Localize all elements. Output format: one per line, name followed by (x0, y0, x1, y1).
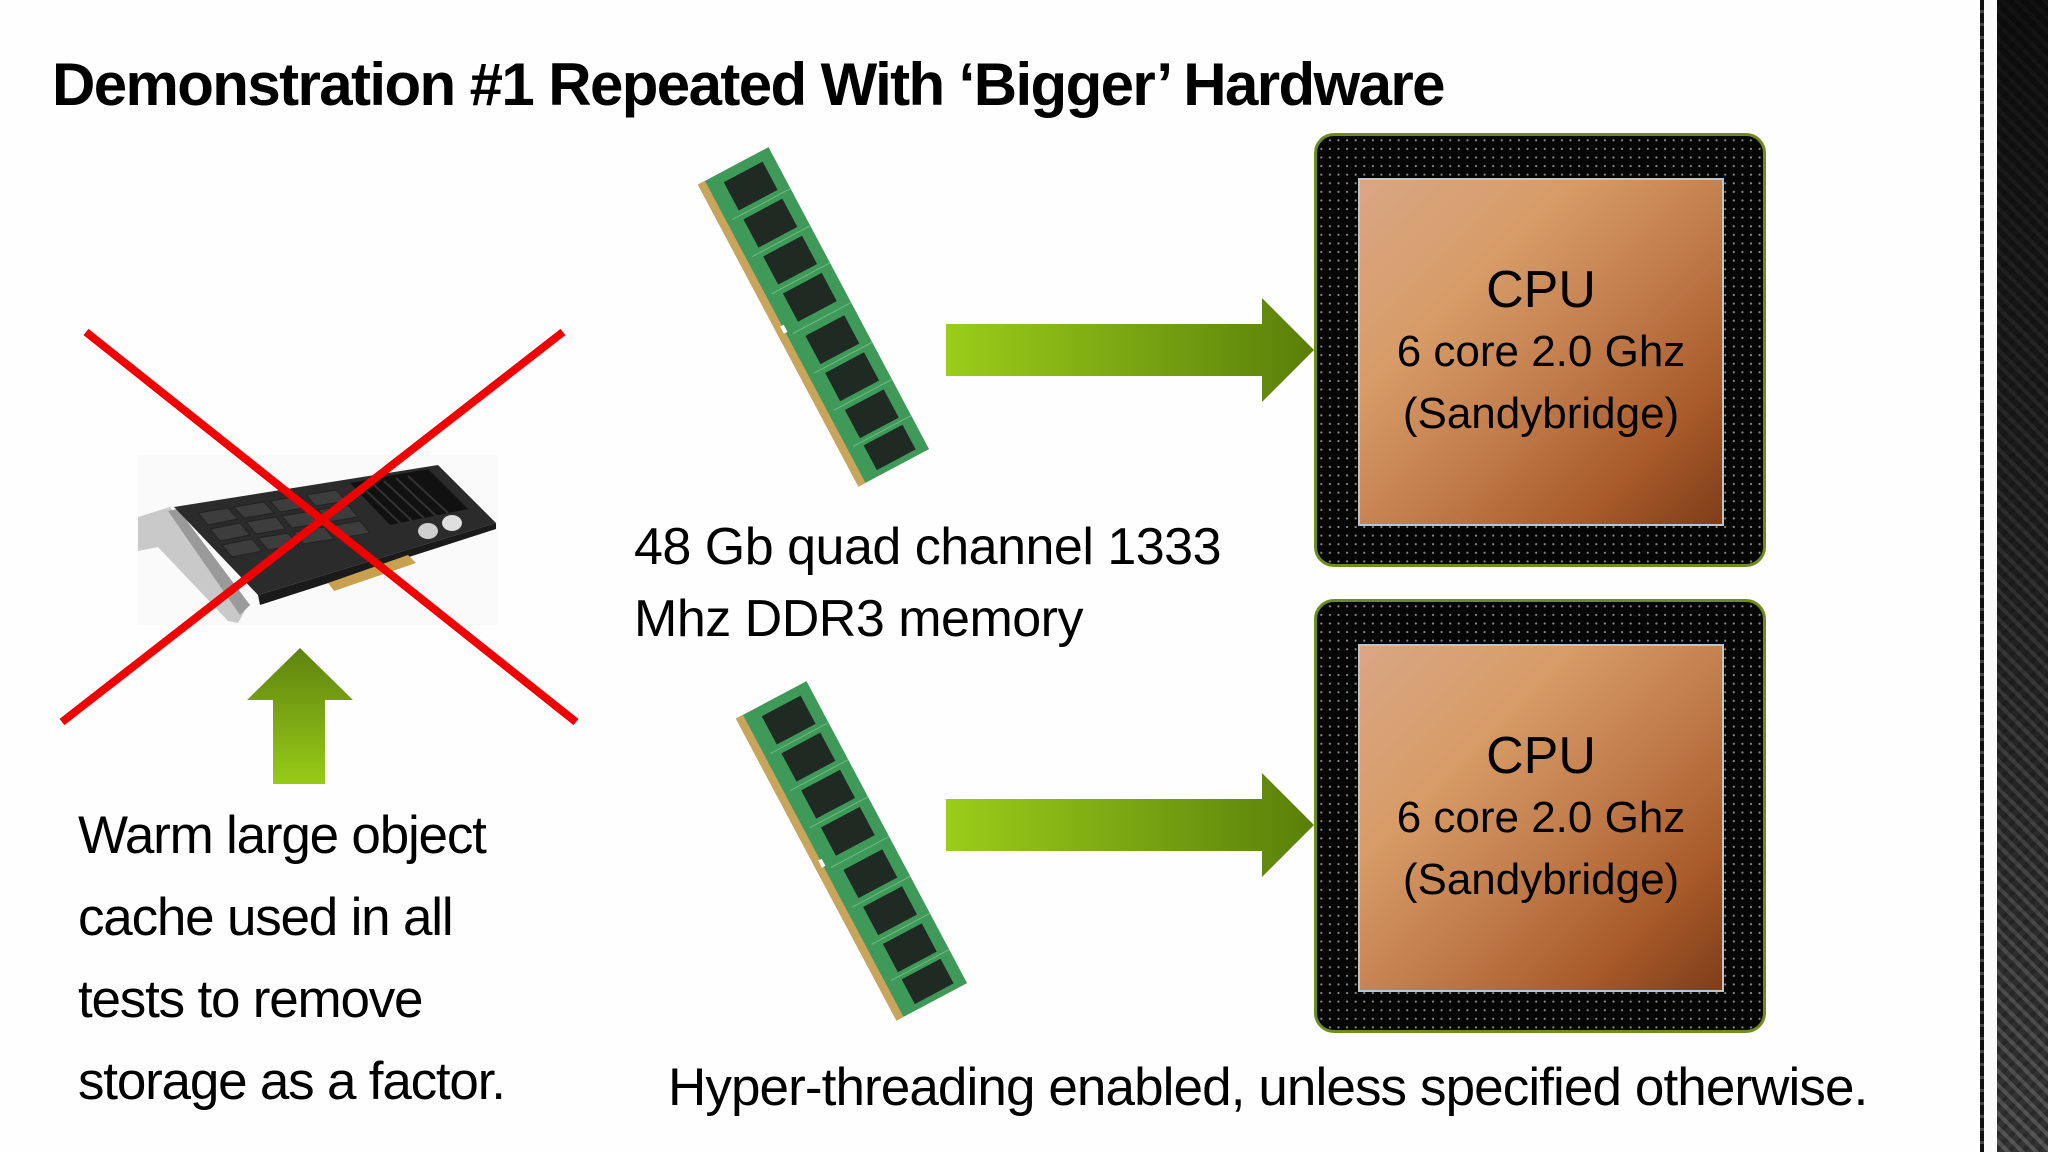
memory-label: 48 Gb quad channel 1333 Mhz DDR3 memory (634, 511, 1222, 655)
ram-module-image (697, 147, 930, 487)
memory-label-line: 48 Gb quad channel 1333 (634, 518, 1222, 576)
memory-label-line: Mhz DDR3 memory (634, 590, 1084, 648)
cpu-title: CPU (1486, 261, 1596, 319)
slide-edge-line (1980, 0, 1984, 1152)
cpu-package: CPU 6 core 2.0 Ghz (Sandybridge) (1314, 133, 1766, 567)
cpu-package: CPU 6 core 2.0 Ghz (Sandybridge) (1314, 599, 1766, 1033)
arrow-right-icon (946, 773, 1314, 877)
arrow-up-icon (247, 648, 353, 784)
ram-module-image (735, 681, 968, 1021)
footnote: Hyper-threading enabled, unless specifie… (668, 1058, 1868, 1117)
carbon-fiber-border (1997, 0, 2048, 1152)
cpu-arch: (Sandybridge) (1402, 389, 1680, 438)
storage-caption-line: tests to remove (78, 970, 424, 1029)
cpu-spec: 6 core 2.0 Ghz (1396, 327, 1686, 376)
arrow-right-icon (946, 298, 1314, 402)
storage-caption-line: Warm large object (78, 806, 487, 865)
cpu-die: CPU 6 core 2.0 Ghz (Sandybridge) (1358, 178, 1724, 526)
cpu-arch: (Sandybridge) (1402, 855, 1680, 904)
crossed-out-icon (59, 328, 579, 726)
slide: Demonstration #1 Repeated With ‘Bigger’ … (52, 51, 1869, 1123)
storage-caption: Warm large object cache used in all test… (78, 795, 506, 1123)
slide-edge-gap (1984, 0, 1997, 1152)
slide-title: Demonstration #1 Repeated With ‘Bigger’ … (52, 51, 1445, 118)
pcie-ssd-card-image (138, 455, 498, 625)
storage-caption-line: cache used in all (78, 888, 454, 947)
cpu-spec: 6 core 2.0 Ghz (1396, 793, 1686, 842)
cpu-title: CPU (1486, 727, 1596, 785)
storage-caption-line: storage as a factor. (78, 1052, 506, 1111)
cpu-die: CPU 6 core 2.0 Ghz (Sandybridge) (1358, 644, 1724, 992)
